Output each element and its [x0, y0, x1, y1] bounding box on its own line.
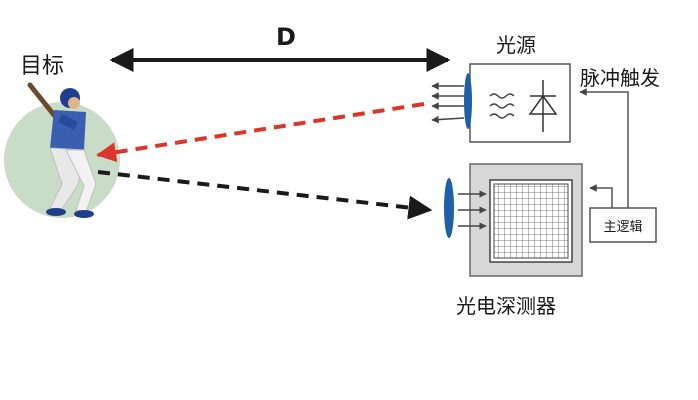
main-logic-box: 主逻辑 — [589, 207, 657, 243]
baseball-batter-icon — [4, 82, 120, 218]
trigger-connections — [579, 88, 629, 208]
diode-icon — [528, 80, 558, 132]
photo-detector-module — [444, 163, 583, 277]
sensor-grid-icon — [493, 183, 569, 259]
light-source-label: 光源 — [496, 33, 536, 57]
detector-lens-icon — [444, 178, 454, 238]
light-source-module — [431, 63, 571, 143]
distance-label: D — [276, 23, 296, 51]
main-logic-label: 主逻辑 — [603, 220, 642, 235]
reflected-beam — [97, 170, 433, 220]
emitted-beam — [96, 102, 425, 163]
target-label: 目标 — [20, 54, 64, 79]
pulse-trigger-label: 脉冲触发 — [580, 66, 660, 90]
emitter-lens-icon — [464, 73, 472, 129]
photo-detector-label: 光电深测器 — [456, 294, 556, 318]
